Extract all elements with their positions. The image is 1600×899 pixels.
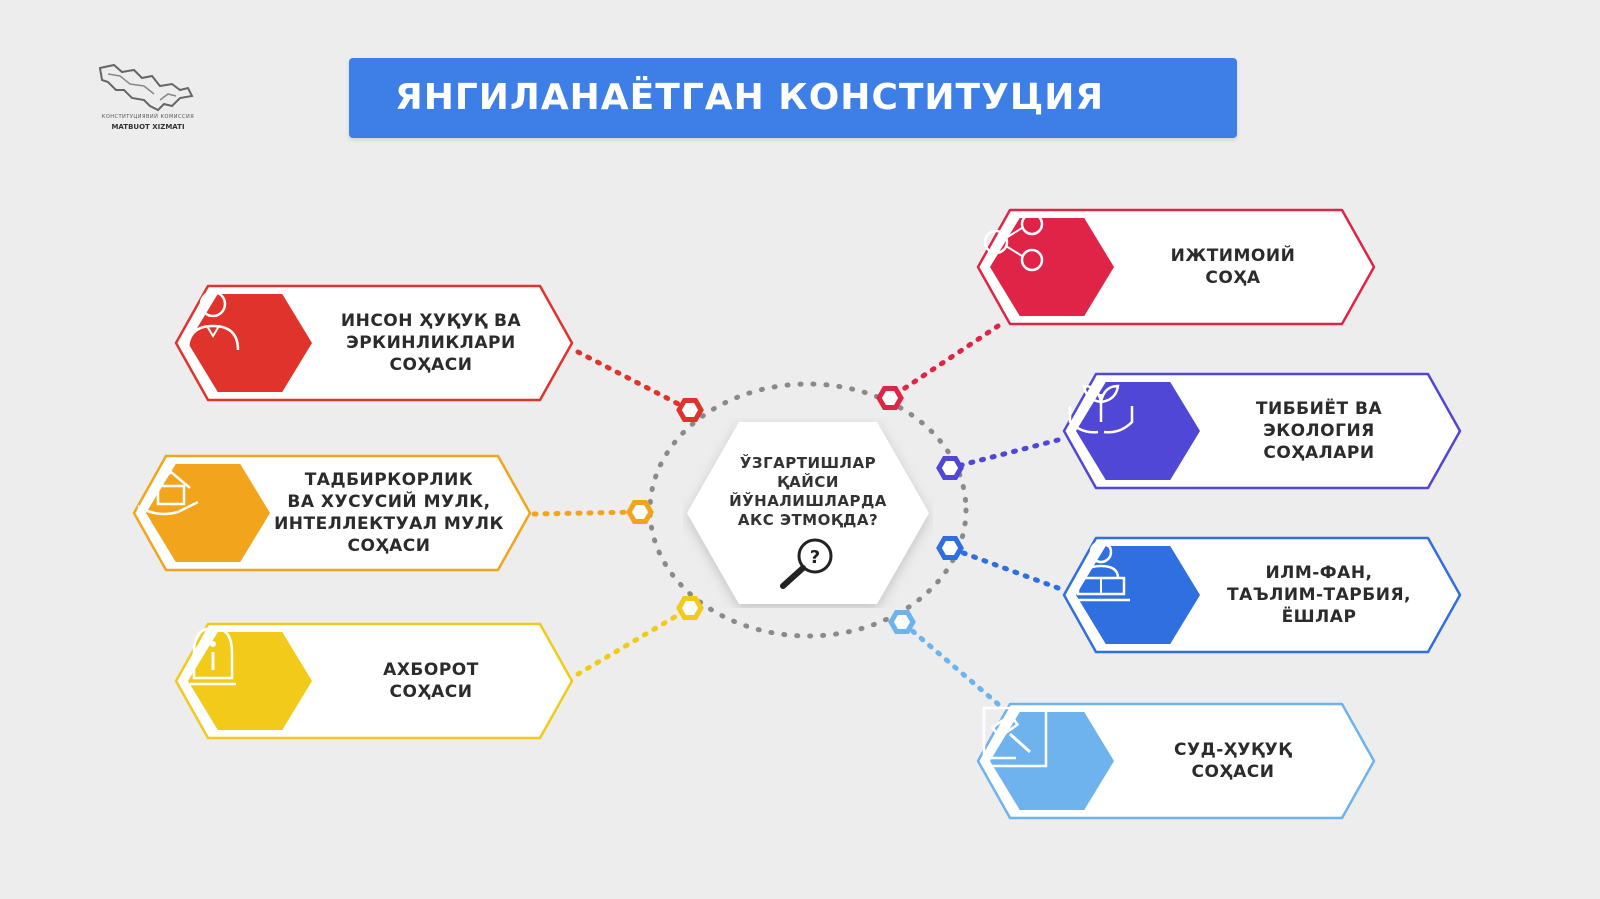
connector-marker [676, 398, 704, 422]
node-label: ТИББИЁТ ВА ЭКОЛОГИЯ СОҲАЛАРИ [1204, 372, 1434, 490]
center-question-line: ЙЎНАЛИШЛАРДА [729, 492, 887, 510]
node-court: СУД-ҲУҚУҚ СОҲАСИ [976, 702, 1376, 820]
node-label-line: ВА ХУСУСИЙ МУЛК, [287, 492, 491, 512]
center-hexagon-shape [687, 422, 929, 604]
node-label-line: СОҲА [1205, 268, 1261, 288]
center-hexagon: ЎЗГАРТИШЛАР ҚАЙСИ ЙЎНАЛИШЛАРДА АКС ЭТМОҚ… [683, 418, 933, 608]
node-label: АХБОРОТ СОҲАСИ [316, 622, 546, 740]
connector-line [899, 619, 1001, 707]
node-label: ИНСОН ҲУҚУҚ ВА ЭРКИНЛИКЛАРИ СОҲАСИ [316, 284, 546, 402]
node-label-line: ЁШЛАР [1281, 607, 1357, 627]
node-label-line: СУД-ҲУҚУҚ [1174, 740, 1292, 760]
magnifier-question-icon: ? [780, 538, 833, 589]
node-label-line: СОҲАСИ [389, 355, 473, 375]
title-banner: ЯНГИЛАНАЁТГАН КОНСТИТУЦИЯ [349, 58, 1237, 138]
node-label-line: СОҲАЛАРИ [1263, 443, 1375, 463]
node-label-line: ИНСОН ҲУҚУҚ ВА [340, 311, 522, 331]
node-label-line: СОҲАСИ [389, 682, 473, 702]
connector-line [947, 437, 1061, 471]
node-label-line: ТИББИЁТ ВА [1255, 399, 1383, 419]
node-label-line: АХБОРОТ [383, 660, 479, 680]
node-medicine: ТИББИЁТ ВА ЭКОЛОГИЯ СОҲАЛАРИ [1062, 372, 1462, 490]
connector-line [887, 323, 1001, 401]
page-title: ЯНГИЛАНАЁТГАН КОНСТИТУЦИЯ [395, 77, 1105, 118]
node-label-line: СОҲАСИ [1191, 762, 1275, 782]
connector-marker [936, 536, 964, 560]
people-network-icon [983, 212, 1044, 272]
plant-hands-icon [1068, 384, 1134, 434]
connector-marker [888, 610, 916, 634]
map-emblem-icon [98, 63, 194, 112]
svg-text:?: ? [810, 547, 820, 568]
connector-marker [626, 500, 654, 524]
node-label: ИЛМ-ФАН, ТАЪЛИМ-ТАРБИЯ, ЁШЛАР [1204, 536, 1434, 654]
node-label-line: ИЛМ-ФАН, [1265, 563, 1373, 583]
person-icon [186, 290, 240, 351]
node-label-line: СОҲАСИ [347, 536, 431, 556]
node-business: ТАДБИРКОРЛИК ВА ХУСУСИЙ МУЛК, ИНТЕЛЛЕКТУ… [132, 454, 532, 572]
node-label: СУД-ҲУҚУҚ СОҲАСИ [1118, 702, 1348, 820]
node-human-rights: ИНСОН ҲУҚУҚ ВА ЭРКИНЛИКЛАРИ СОҲАСИ [174, 284, 574, 402]
node-label-line: ТАЪЛИМ-ТАРБИЯ, [1227, 585, 1411, 605]
house-hand-icon [137, 470, 199, 516]
logo-caption-bold: MATBUOT XIZMATI [111, 123, 185, 131]
node-science: ИЛМ-ФАН, ТАЪЛИМ-ТАРБИЯ, ЁШЛАР [1062, 536, 1462, 654]
center-question-line: АКС ЭТМОҚДА? [737, 511, 879, 529]
student-book-icon [1072, 540, 1130, 602]
center-question-line: ҚАЙСИ [777, 473, 839, 491]
connector-marker [936, 456, 964, 480]
connector-marker [876, 386, 904, 410]
node-label-line: ЭКОЛОГИЯ [1263, 421, 1375, 441]
connector-line [575, 605, 693, 677]
info-icon [190, 626, 236, 686]
logo-caption: КОНСТИТУЦИЯВИЙ КОМИССИЯ [101, 114, 195, 120]
connector-line [947, 545, 1061, 591]
node-label-line: ТАДБИРКОРЛИК [304, 470, 474, 490]
node-label-line: ИНТЕЛЛЕКТУАЛ МУЛК [274, 514, 504, 534]
connector-line [531, 509, 643, 517]
logo: КОНСТИТУЦИЯВИЙ КОМИССИЯ MATBUOT XIZMATI [72, 60, 222, 140]
node-social: ИЖТИМОИЙ СОҲА [976, 208, 1376, 326]
connector-marker [676, 596, 704, 620]
connector-line [575, 349, 693, 413]
badge [188, 294, 312, 392]
badge [188, 632, 312, 730]
center-dotted-ring [647, 381, 969, 639]
center-question-line: ЎЗГАРТИШЛАР [739, 454, 877, 472]
center-question: ЎЗГАРТИШЛАР ҚАЙСИ ЙЎНАЛИШЛАРДА АКС ЭТМОҚ… [703, 454, 913, 530]
gavel-icon [982, 706, 1048, 768]
node-label: ИЖТИМОИЙ СОҲА [1118, 208, 1348, 326]
node-label: ТАДБИРКОРЛИК ВА ХУСУСИЙ МУЛК, ИНТЕЛЛЕКТУ… [274, 454, 504, 572]
node-label-line: ЭРКИНЛИКЛАРИ [346, 333, 516, 353]
node-label-line: ИЖТИМОИЙ [1170, 246, 1296, 266]
node-information: АХБОРОТ СОҲАСИ [174, 622, 574, 740]
